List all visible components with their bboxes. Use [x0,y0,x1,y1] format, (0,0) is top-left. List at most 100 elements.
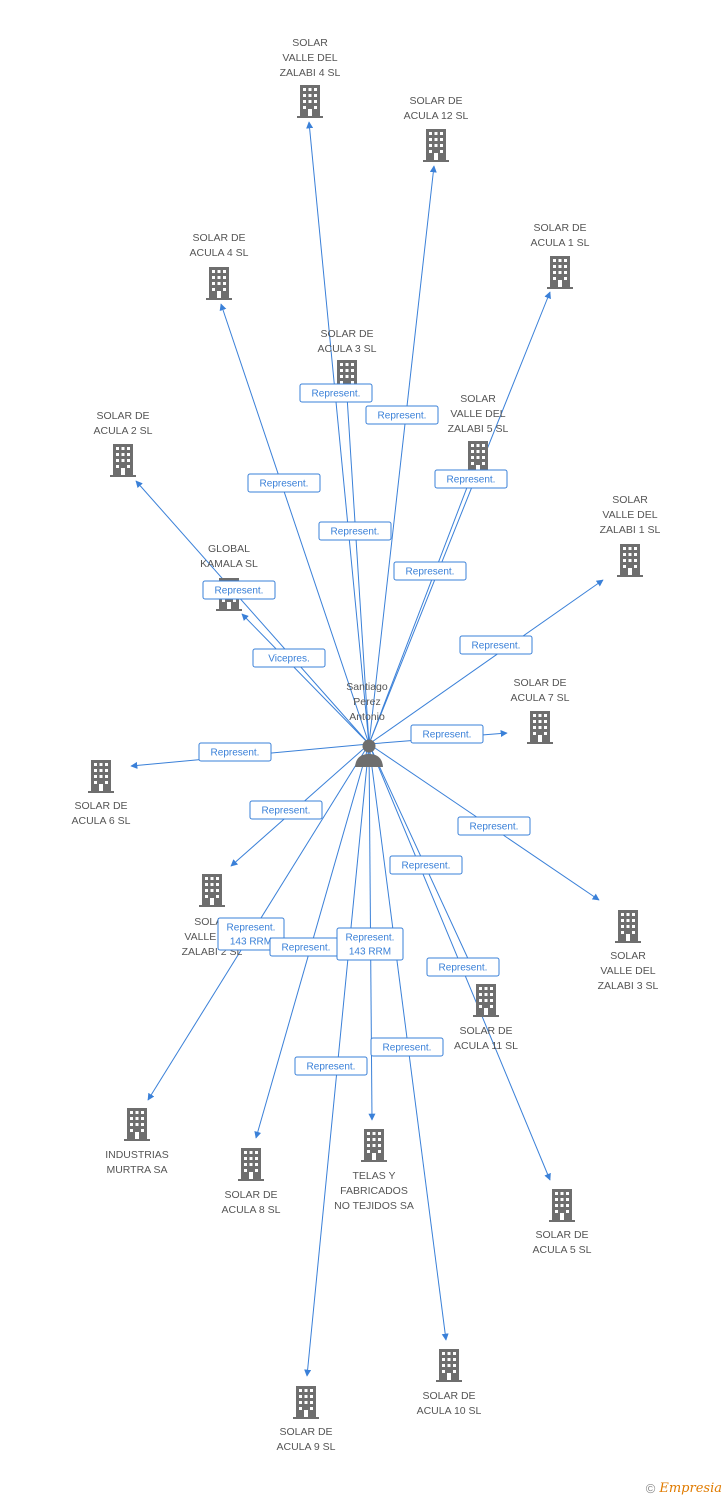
edge-label-acula1[interactable]: Represent. [434,469,508,489]
edge-label-box [249,800,323,820]
company-label: ACULA 1 SL [531,237,590,249]
person-label: Santiago [346,681,388,693]
company-label: SOLAR DE [422,1390,475,1402]
edge-label-industrias[interactable]: Represent.143 RRM [217,917,285,951]
edge-label-acula8[interactable]: Represent. [269,937,343,957]
edge-label-zalabi3[interactable]: Represent. [457,816,531,836]
company-label: KAMALA SL [200,558,258,570]
company-label: SOLAR DE [192,232,245,244]
edge-label-text: Vicepres. [268,654,310,665]
edge-label-acula11[interactable]: Represent. [389,855,463,875]
edge-acula3 [343,395,370,745]
edge-label-zalabi5[interactable]: Represent. [393,561,467,581]
building-icon [423,129,449,162]
company-label: ACULA 2 SL [94,425,153,437]
company-label: ACULA 8 SL [222,1204,281,1216]
company-node-acula9[interactable]: SOLAR DE ACULA 9 SL [277,1386,336,1453]
edge-label-acula2[interactable]: Represent. [202,580,276,600]
edge-label-acula10[interactable]: Represent. [370,1037,444,1057]
edge-label-text: Represent. [260,479,309,490]
edge-label-box [336,927,404,961]
edge-label-box [365,405,439,425]
edge-label-zalabi1[interactable]: Represent. [459,635,533,655]
company-label: SOLAR [612,494,648,506]
building-icon [615,910,641,943]
company-label: SOLAR [292,37,328,49]
building-icon [361,1129,387,1162]
edge-label-acula9[interactable]: Represent. [294,1056,368,1076]
edge-label-box [202,580,276,600]
company-label: SOLAR DE [279,1426,332,1438]
edge-label-box [434,469,508,489]
edge-label-text: Represent. [406,567,455,578]
edge-label-acula12[interactable]: Represent. [365,405,439,425]
company-label: ACULA 3 SL [318,343,377,355]
edge-label-text: Represent. [312,389,361,400]
edge-label-box [459,635,533,655]
edge-label-box [389,855,463,875]
footer: © Empresia [646,1481,722,1496]
building-icon [549,1189,575,1222]
edge-label-text: Represent. [211,748,260,759]
company-label: TELAS Y [353,1170,396,1182]
company-label: SOLAR DE [320,328,373,340]
edge-label-telas[interactable]: Represent.143 RRM [336,927,404,961]
company-label: VALLE DEL [602,509,657,521]
edge-acula12 [368,165,437,745]
company-node-acula10[interactable]: SOLAR DE ACULA 10 SL [417,1349,482,1417]
edge-label-zalabi4[interactable]: Represent. [299,383,373,403]
edge-label-text: 143 RRM [230,937,272,948]
edge-label-box [299,383,373,403]
building-icon [88,760,114,793]
building-icon [465,441,491,474]
company-node-zalabi4[interactable]: SOLAR VALLE DEL ZALABI 4 SL [280,37,341,118]
edge-label-acula4[interactable]: Represent. [247,473,321,493]
edge-label-acula5[interactable]: Represent. [426,957,500,977]
brand-logo[interactable]: Empresia [659,1481,722,1496]
building-icon [617,544,643,577]
company-label: ACULA 10 SL [417,1405,482,1417]
edge-label-global[interactable]: Vicepres. [252,648,326,668]
edge-label-acula7[interactable]: Represent. [410,724,484,744]
edge-label-box [370,1037,444,1057]
edge-acula2 [135,480,370,745]
company-node-acula2[interactable]: SOLAR DE ACULA 2 SL [94,410,153,477]
edge-label-zalabi2[interactable]: Represent. [249,800,323,820]
company-node-acula3[interactable]: SOLAR DE ACULA 3 SL [318,328,377,393]
edge-label-box [198,742,272,762]
edge-global [241,613,370,745]
company-label: NO TEJIDOS SA [334,1200,414,1212]
person-label: Antonio [349,711,385,723]
company-label: VALLE DEL [282,52,337,64]
company-label: ZALABI 5 SL [448,423,509,435]
company-label: ACULA 12 SL [404,110,469,122]
edge-label-box [217,917,285,951]
building-icon [473,984,499,1017]
edge-label-text: Represent. [470,822,519,833]
edge-label-acula3[interactable]: Represent. [318,521,392,541]
company-label: ACULA 9 SL [277,1441,336,1453]
company-label: SOLAR [610,950,646,962]
copyright-icon: © [645,1481,656,1496]
person-icon [355,739,383,767]
edge-label-acula6[interactable]: Represent. [198,742,272,762]
company-label: SOLAR DE [96,410,149,422]
company-label: ZALABI 4 SL [280,67,341,79]
company-label: SOLAR DE [535,1229,588,1241]
company-label: SOLAR [460,393,496,405]
